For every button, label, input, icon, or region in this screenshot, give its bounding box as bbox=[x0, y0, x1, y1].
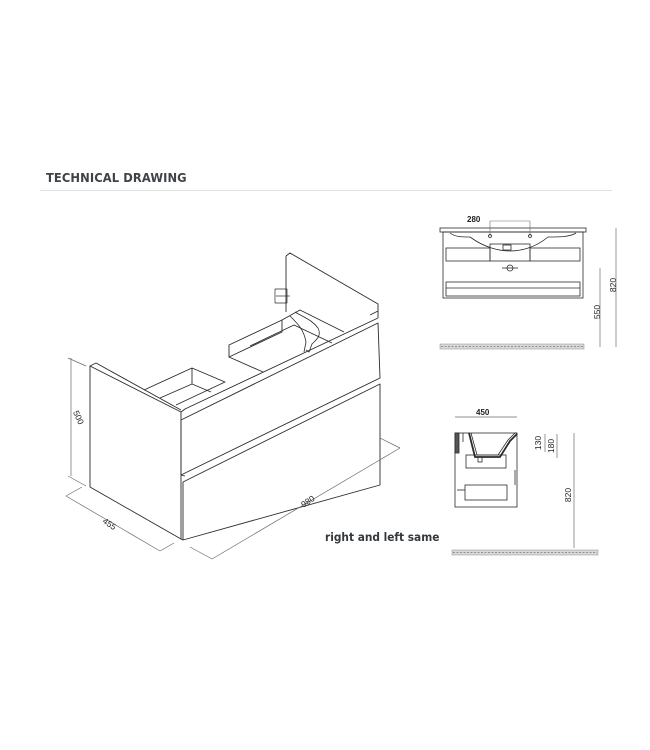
dim-line-width bbox=[211, 447, 401, 560]
side-view-drawing bbox=[454, 432, 518, 508]
bottom-drawer-front bbox=[182, 383, 381, 541]
left-side-panel bbox=[89, 365, 182, 540]
dim-label-180: 180 bbox=[546, 439, 556, 453]
dim-label-tap-spacing: 280 bbox=[467, 215, 481, 224]
caption-right-left-same: right and left same bbox=[325, 530, 440, 544]
top-drawer-front bbox=[180, 322, 381, 476]
front-view-drawing bbox=[439, 220, 587, 299]
dim-label-820-side: 820 bbox=[563, 488, 573, 502]
dim-label-820-front: 820 bbox=[608, 278, 618, 292]
dim-label-130: 130 bbox=[533, 436, 543, 450]
dim-label-550: 550 bbox=[592, 305, 602, 319]
dim-line-depth bbox=[65, 495, 161, 552]
title-divider bbox=[40, 190, 612, 191]
page-title: TECHNICAL DRAWING bbox=[46, 170, 187, 185]
dim-label-450: 450 bbox=[476, 408, 490, 417]
dim-label-height: 500 bbox=[71, 409, 86, 426]
